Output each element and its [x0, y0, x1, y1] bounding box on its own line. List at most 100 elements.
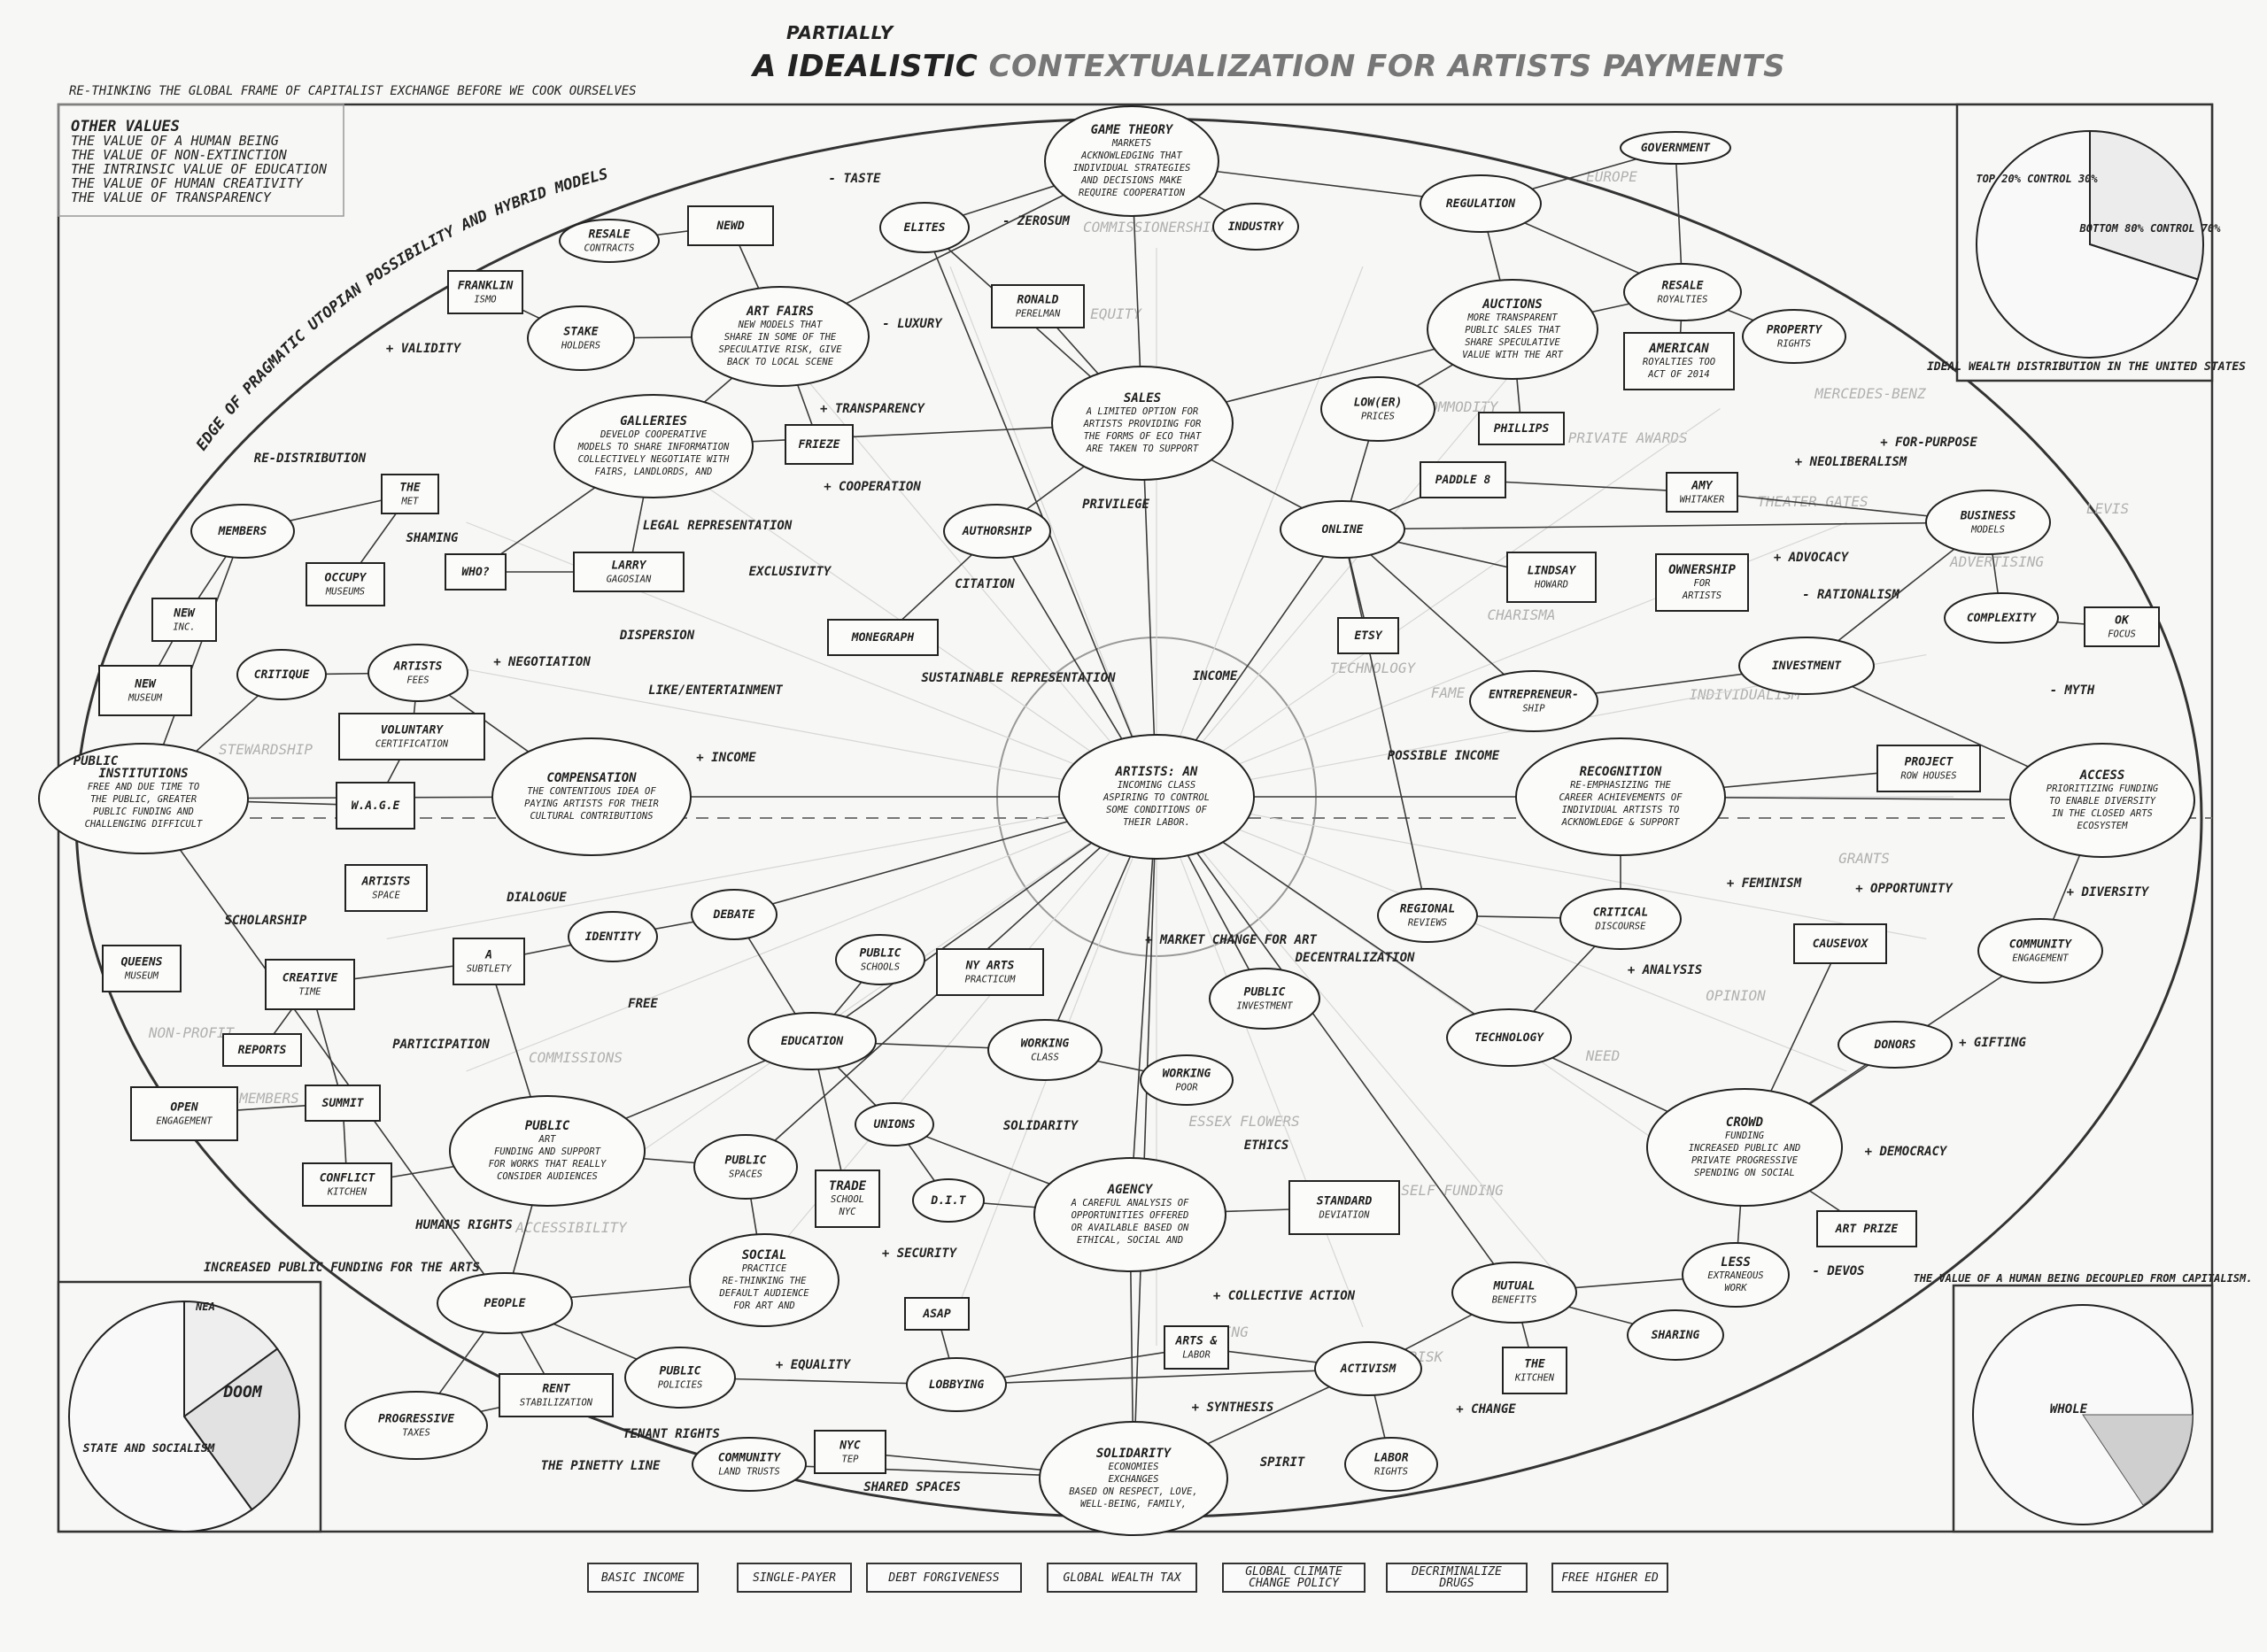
other-value-item: THE VALUE OF HUMAN CREATIVITY	[71, 175, 303, 191]
node-box	[785, 424, 854, 465]
node-label: LOBBYING	[929, 1378, 985, 1392]
node-label: KITCHEN	[327, 1187, 368, 1198]
legend-box: DEBT FORGIVENESS	[866, 1563, 1022, 1593]
node-label: ENGAGEMENT	[2012, 953, 2069, 964]
node-label: FOR ART AND	[733, 1301, 795, 1311]
annotation-label: - LUXURY	[882, 317, 943, 331]
connection-line	[1342, 529, 1428, 916]
wealth-pie-label: BOTTOM 80% CONTROL 70%	[2079, 222, 2222, 235]
ghost-spoke	[1156, 408, 1721, 798]
node-label: LESS	[1721, 1255, 1751, 1270]
annotation-label: SCHOLARSHIP	[225, 914, 307, 928]
node-ellipse	[437, 1272, 573, 1334]
node-label: SHARE SPECULATIVE	[1465, 337, 1560, 348]
annotation-label: + COLLECTIVE ACTION	[1213, 1289, 1356, 1303]
node-label: RENT	[542, 1383, 570, 1396]
node-label: RESALE	[1662, 280, 1704, 293]
other-values-box	[58, 104, 344, 217]
node-label: WELL-BEING, FAMILY,	[1080, 1499, 1187, 1509]
annotation-label: SOLIDARITY	[1003, 1119, 1079, 1133]
node-box	[305, 1085, 381, 1122]
node-label: PUBLIC	[660, 1365, 701, 1378]
node-label: PROGRESSIVE	[378, 1413, 454, 1426]
node-ellipse	[38, 743, 249, 854]
node-label: OWNERSHIP	[1668, 563, 1736, 577]
connection-line	[1133, 796, 1157, 1479]
node-label: OR AVAILABLE BASED ON	[1072, 1223, 1189, 1233]
node-ellipse	[943, 504, 1051, 559]
node-label: INSTITUTIONS	[98, 767, 188, 781]
node-ellipse	[1039, 1421, 1228, 1536]
node-label: IDENTITY	[585, 930, 642, 944]
node-label: REGIONAL	[1400, 903, 1456, 916]
node-label: PRICES	[1361, 412, 1395, 422]
node-sharing: SHARING	[1627, 1309, 1724, 1361]
node-box	[1666, 472, 1738, 513]
node-label: LOW(ER)	[1354, 397, 1403, 410]
node-regional: REGIONAL REVIEWS	[1377, 888, 1478, 943]
node-ellipse	[1344, 1437, 1438, 1492]
annotation-label: THE PINETTY LINE	[541, 1459, 661, 1473]
funding-pie-slice	[183, 1300, 279, 1418]
node-members: MEMBERS	[190, 504, 295, 559]
node-label: VOLUNTARY	[381, 724, 445, 737]
node-label: CRITICAL	[1593, 907, 1649, 920]
node-paddle8: PADDLE 8	[1420, 461, 1506, 498]
node-label: FRIEZE	[799, 438, 840, 452]
node-label: FOR WORKS THAT REALLY	[489, 1159, 607, 1170]
node-causevox: CAUSEVOX	[1793, 923, 1887, 964]
node-label: ARTISTS	[1682, 591, 1722, 601]
node-label: COMMUNITY	[2009, 938, 2073, 952]
node-box	[302, 1162, 392, 1207]
node-industry: INDUSTRY	[1212, 203, 1299, 251]
connection-line	[1342, 529, 1535, 702]
node-label: GAME THEORY	[1091, 123, 1174, 137]
annotation-label: + CHANGE	[1456, 1402, 1516, 1417]
node-label: CRITIQUE	[254, 668, 310, 682]
ghost-label: COMMISSIONERSHIP	[1083, 219, 1219, 235]
node-label: INDIVIDUAL ARTISTS TO	[1562, 805, 1680, 815]
node-box	[98, 665, 192, 716]
node-label: ACTIVISM	[1340, 1363, 1397, 1376]
node-artprize: ART PRIZE	[1816, 1210, 1917, 1247]
node-ellipse	[1314, 1341, 1422, 1396]
node-label: DEVELOP COOPERATIVE	[600, 429, 708, 440]
node-label: ACKNOWLEDGE & SUPPORT	[1561, 817, 1680, 828]
node-ellipse	[1446, 1008, 1572, 1067]
node-label: REVIEWS	[1408, 918, 1447, 929]
node-ellipse	[1377, 888, 1478, 943]
node-box	[453, 938, 525, 985]
node-label: STABILIZATION	[520, 1398, 593, 1409]
funding-pie-label: DOOM	[222, 1383, 263, 1401]
node-label: THE PUBLIC, GREATER	[90, 794, 197, 805]
funding-pie-caption: INCREASED PUBLIC FUNDING FOR THE ARTS	[204, 1261, 480, 1275]
node-ellipse	[879, 202, 970, 253]
node-label: FOCUS	[2108, 629, 2136, 640]
node-ellipse	[906, 1357, 1007, 1412]
node-label: ACT OF 2014	[1647, 369, 1710, 380]
node-label: ROYALTIES TOO	[1643, 357, 1715, 367]
ghost-label: FAME	[1431, 684, 1466, 701]
title-insert: PARTIALLY	[786, 22, 894, 43]
legend-box: BASIC INCOME	[587, 1563, 699, 1593]
node-label: AUCTIONS	[1482, 297, 1542, 312]
annotation-label: + COOPERATION	[824, 480, 921, 494]
legend-box: SINGLE-PAYER	[737, 1563, 852, 1593]
node-label: PRIORITIZING FUNDING	[2046, 784, 2159, 794]
node-label: GAGOSIAN	[607, 575, 652, 585]
node-ellipse	[912, 1178, 985, 1223]
node-label: ASPIRING TO CONTROL	[1103, 792, 1210, 803]
